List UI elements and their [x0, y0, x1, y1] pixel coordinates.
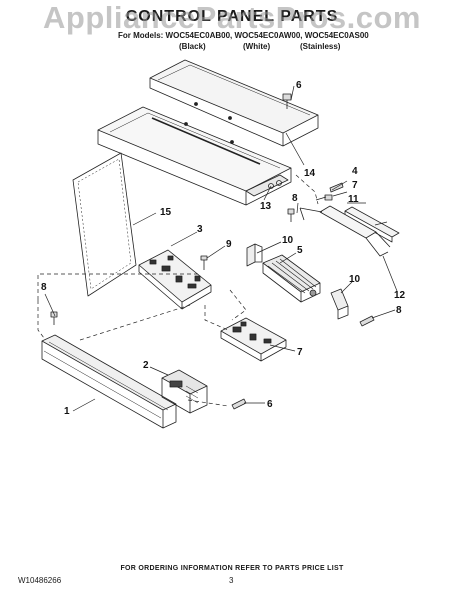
callout-8-mid: 8 — [292, 193, 298, 204]
callout-2: 2 — [143, 360, 149, 371]
screw-8-right — [315, 194, 333, 201]
callout-12: 12 — [394, 290, 406, 301]
page-number: 3 — [229, 576, 234, 585]
leader-lines — [44, 85, 398, 412]
control-tray — [97, 106, 292, 206]
callout-14: 14 — [304, 168, 316, 179]
callout-1: 1 — [64, 406, 70, 417]
callout-13: 13 — [260, 201, 272, 212]
callout-3: 3 — [197, 224, 203, 235]
callout-8-lower: 8 — [396, 305, 402, 316]
callout-15: 15 — [160, 207, 172, 218]
callout-8-left: 8 — [41, 282, 47, 293]
bracket-10-right — [330, 288, 349, 320]
cooling-fan — [262, 254, 321, 303]
page-title: CONTROL PANEL PARTS — [125, 8, 339, 25]
callout-10-right: 10 — [349, 274, 361, 285]
callout-numbers: 6 14 4 7 11 13 8 15 3 9 10 5 10 12 8 7 8… — [41, 80, 406, 417]
document-number: W10486266 — [18, 576, 62, 585]
variant-stainless-label: (Stainless) — [300, 42, 341, 51]
screw-8-mid — [287, 208, 295, 222]
callout-8-top: 6 — [296, 80, 302, 91]
touch-keypad — [161, 369, 208, 414]
mounting-bracket-12 — [299, 205, 391, 257]
screw-8-lower — [359, 315, 375, 327]
insulation-panel — [72, 152, 137, 297]
callout-4: 4 — [352, 166, 358, 177]
model-list: For Models: WOC54EC0AB00, WOC54EC0AW00, … — [118, 31, 369, 40]
variant-white-label: (White) — [243, 42, 271, 51]
relay-board — [220, 317, 287, 362]
control-panel-frame — [41, 334, 177, 429]
ordering-note: FOR ORDERING INFORMATION REFER TO PARTS … — [120, 565, 344, 572]
callout-6: 6 — [267, 399, 273, 410]
callout-7: 7 — [297, 347, 303, 358]
wiring-harness — [37, 174, 319, 407]
callout-9: 9 — [226, 239, 232, 250]
callout-8-right: 7 — [352, 180, 358, 191]
callout-5: 5 — [297, 245, 303, 256]
upper-cover-plate — [149, 59, 319, 147]
callout-11: 11 — [348, 194, 359, 205]
screw-6 — [231, 398, 247, 410]
callout-10-left: 10 — [282, 235, 294, 246]
control-board — [138, 249, 212, 310]
bracket-10-left — [246, 243, 263, 267]
screw-9 — [200, 255, 208, 270]
variant-black-label: (Black) — [179, 42, 206, 51]
screw-8-top — [282, 93, 292, 109]
